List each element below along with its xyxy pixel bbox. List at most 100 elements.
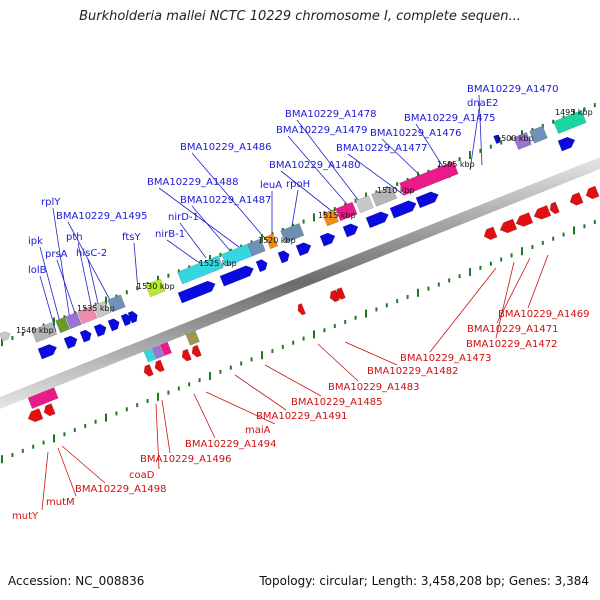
forward-gene-shape [177,255,224,285]
reverse-gene [329,289,340,303]
forward-gene [342,223,359,238]
forward-gene [335,201,358,222]
forward-gene-label: hisC-2 [76,248,107,259]
forward-gene [365,211,389,229]
forward-gene [493,134,501,145]
forward-gene-shape [265,233,279,250]
forward-gene [93,300,110,318]
forward-gene-shape [120,313,132,327]
forward-leader-line [469,108,480,171]
kbp-label: 1520 kbp [258,236,296,245]
reverse-gene-label: BMA10229_A1496 [140,454,231,465]
forward-leader-line [191,152,269,243]
forward-gene-label: BMA10229_A1480 [269,160,360,171]
reverse-gene-shape [335,287,346,300]
reverse-leader-line [264,364,322,397]
forward-gene [107,294,126,313]
forward-gene-label: rpoH [286,179,310,190]
reverse-gene-label: maiA [245,425,271,436]
forward-gene-shape [177,280,216,304]
forward-leader-line [67,221,111,301]
reverse-gene-shape [191,344,202,358]
reverse-gene-shape [143,363,154,377]
forward-leader-line [280,170,339,217]
forward-gene [177,255,224,285]
reverse-gene-shape [515,212,534,227]
forward-gene-label: ipk [28,236,43,247]
forward-gene-shape [342,223,359,238]
forward-gene-shape [37,344,58,360]
forward-gene [107,318,120,332]
reverse-gene-label: BMA10229_A1494 [185,439,276,450]
forward-leader-line [133,242,139,291]
forward-gene-shape [371,185,398,207]
forward-gene-shape [295,242,312,257]
forward-gene [277,250,290,264]
forward-gene-label: BMA10229_A1478 [285,109,376,120]
forward-gene [319,232,336,247]
reverse-strand-genes [27,185,600,423]
forward-leader-line [52,207,71,321]
forward-gene-shape [389,200,417,219]
forward-gene-label: BMA10229_A1470 [467,84,558,95]
forward-gene-label: dnaE2 [467,98,499,109]
reverse-leader-line [495,261,515,339]
forward-gene [177,280,216,304]
forward-gene-label: BMA10229_A1486 [180,142,271,153]
reverse-leader-line [193,393,216,439]
kbp-label: 1495 kbp [555,108,593,117]
forward-gene-shape [65,311,82,330]
forward-gene-shape [93,323,107,338]
forward-gene-label: BMA10229_A1475 [404,113,495,124]
reverse-gene-label: BMA10229_A1482 [367,366,458,377]
forward-gene-label: nirD-1 [168,212,199,223]
reverse-leader-line [161,399,171,454]
kbp-label: 1505 kbp [437,160,475,169]
forward-gene [120,313,132,327]
forward-gene [55,316,71,334]
reverse-gene [585,185,600,200]
kbp-label: 1510 kbp [377,186,415,195]
forward-gene-shape [31,321,58,343]
forward-gene-label: lolB [28,265,47,276]
map-title: Burkholderia mallei NCTC 10229 chromosom… [79,9,521,24]
reverse-leader-line [317,343,359,382]
forward-gene [0,331,11,342]
reverse-gene-label: BMA10229_A1469 [498,309,589,320]
reverse-gene-shape [569,192,584,206]
forward-gene-label: BMA10229_A1488 [147,177,238,188]
forward-gene-shape [0,331,11,342]
reverse-gene [533,205,552,220]
kbp-label: 1525 kbp [199,259,237,268]
reverse-gene [181,348,192,362]
forward-gene-shape [322,209,339,227]
forward-gene [371,185,398,207]
forward-gene-shape [355,195,374,214]
forward-gene-shape [335,201,358,222]
forward-gene-label: nirB-1 [155,229,185,240]
accession-label: Accession: NC_008836 [8,574,145,588]
forward-gene [355,195,374,214]
reverse-gene-label: BMA10229_A1471 [467,324,558,335]
forward-gene [127,310,138,324]
reverse-gene [191,344,202,358]
forward-gene [63,335,78,350]
forward-leader-line [287,135,353,211]
reverse-gene-label: BMA10229_A1473 [400,353,491,364]
forward-gene [93,323,107,338]
backbone-bar [0,157,600,409]
reverse-leader-line [155,403,160,470]
forward-gene-shape [247,238,266,257]
forward-gene-label: BMA10229_A1476 [370,128,461,139]
forward-gene-shape [79,329,92,343]
reverse-gene-label: mutY [12,511,39,522]
forward-gene-shape [77,305,98,325]
reverse-gene [143,363,154,377]
forward-gene [513,132,532,150]
forward-gene [399,161,459,196]
forward-gene [557,136,576,152]
forward-gene [247,238,266,257]
forward-gene [65,311,82,330]
forward-leader-line [478,94,483,166]
